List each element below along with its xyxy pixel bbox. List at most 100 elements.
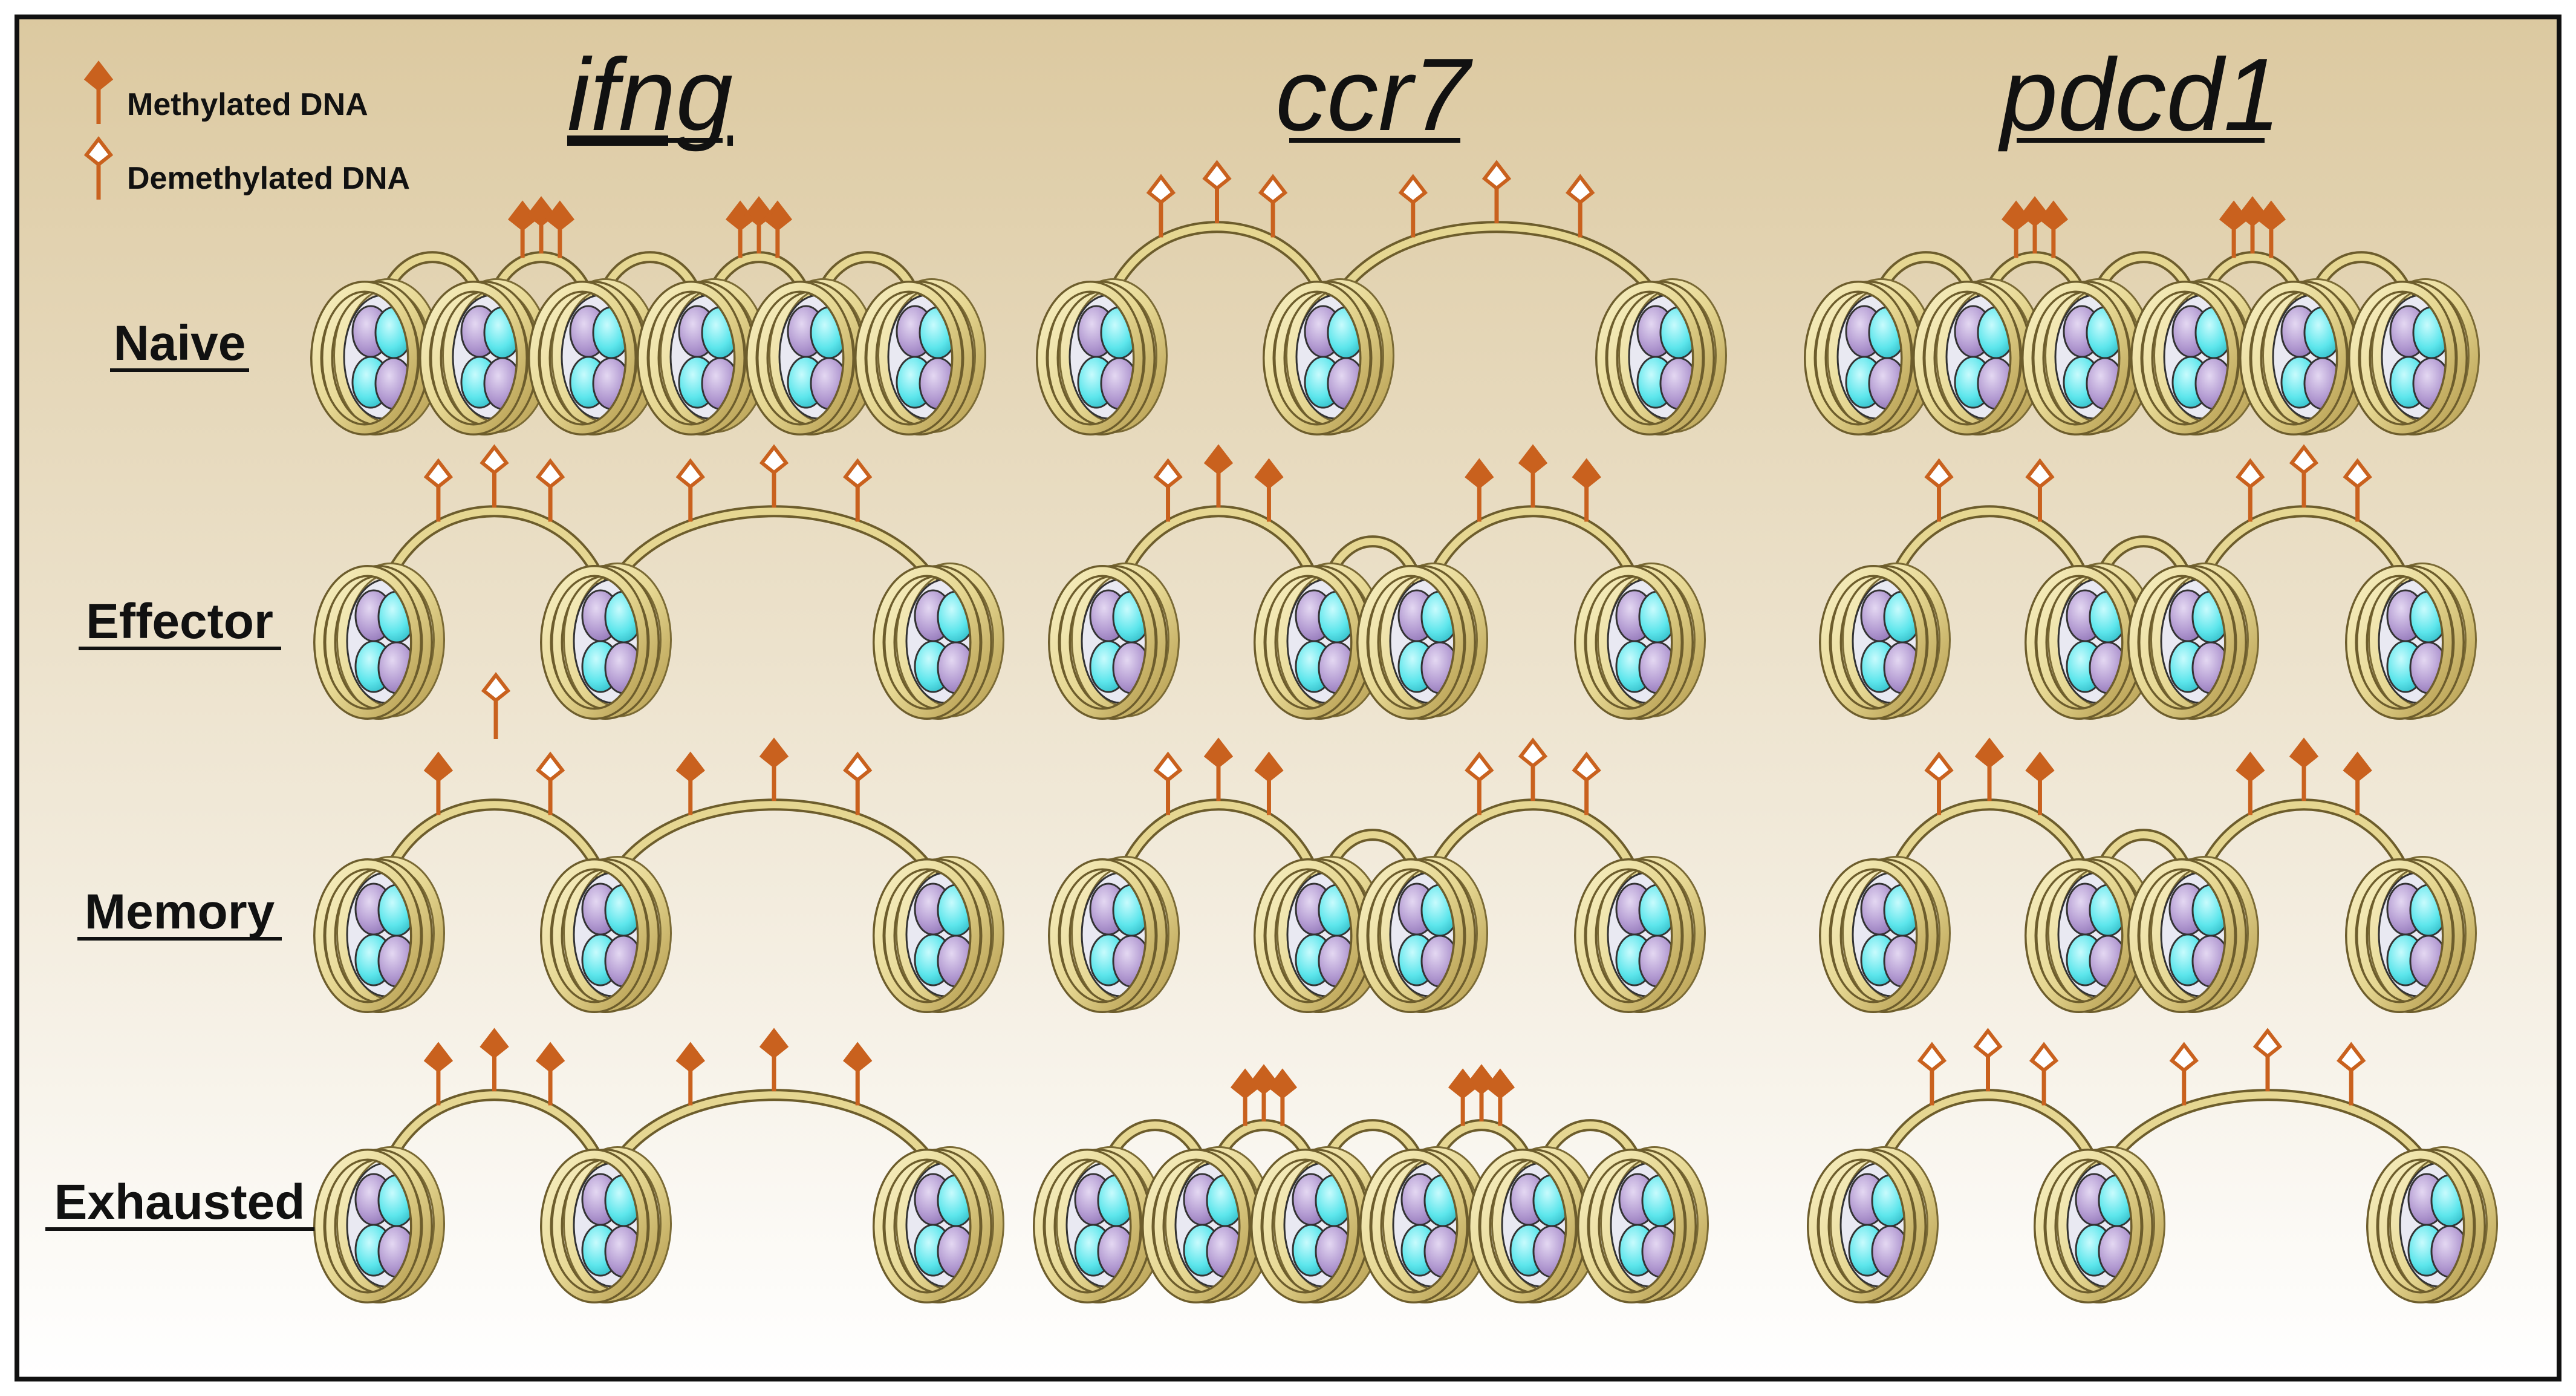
methylated-mark-icon (83, 60, 114, 124)
ccr7-naive-demethylated-mark-1-1 (1482, 160, 1512, 224)
ccr7-naive-nucleosome-1 (1263, 278, 1394, 435)
ccr7-naive-demethylated-mark-0-1 (1202, 160, 1232, 224)
ifng-naive-methylated-mark-0-2 (545, 200, 575, 258)
ccr7-effector-methylated-mark-1-0 (1465, 458, 1494, 522)
ccr7-naive-demethylated-mark-0-0 (1146, 174, 1176, 238)
ccr7-exhausted-nucleosome-5 (1577, 1146, 1709, 1303)
ifng-effector-nucleosome-2 (873, 563, 1004, 720)
pdcd1-memory-nucleosome-1 (2025, 856, 2156, 1013)
pdcd1-naive-methylated-mark-0-2 (2038, 200, 2069, 258)
ifng-exhausted-methylated-mark-1-2 (843, 1042, 873, 1106)
pdcd1-naive-nucleosome-4 (2239, 278, 2371, 435)
legend-methylated-label: Methylated DNA (127, 87, 368, 122)
ifng-naive-nucleosome-1 (419, 278, 551, 435)
ccr7-memory-linker-2 (1424, 798, 1642, 883)
ccr7-effector-methylated-mark-1-1 (1518, 444, 1548, 508)
demethylated-mark-icon (83, 136, 114, 200)
pdcd1-memory-nucleosome-0 (1819, 856, 1951, 1013)
gene-header-pdcd1: pdcd1 (1997, 38, 2280, 152)
ccr7-exhausted-nucleosome-1 (1142, 1146, 1273, 1303)
pdcd1-effector-demethylated-mark-1-0 (2236, 458, 2265, 522)
ifng-memory-nucleosome-2 (873, 856, 1004, 1013)
gene-header-ifng: ifng (567, 38, 733, 152)
ccr7-effector-linker-0 (1116, 505, 1321, 590)
ifng-effector-demethylated-mark-0-1 (480, 444, 509, 508)
ccr7-naive-demethylated-mark-1-0 (1398, 174, 1428, 238)
ccr7-memory-demethylated-mark-1-2 (1572, 751, 1601, 815)
ifng-exhausted-methylated-mark-0-1 (480, 1028, 509, 1092)
pdcd1-memory-methylated-mark-0-1 (1974, 737, 2005, 801)
pdcd1-effector-demethylated-mark-0-1 (2025, 458, 2055, 522)
pdcd1-effector-linker-2 (2195, 505, 2413, 590)
pdcd1-memory-demethylated-mark-0-0 (1924, 751, 1954, 815)
pdcd1-memory-linker-2 (2195, 798, 2413, 883)
ccr7-naive-nucleosome-2 (1595, 278, 1727, 435)
pdcd1-exhausted-nucleosome-2 (2366, 1146, 2498, 1303)
legend-demethylated-glyph (83, 136, 114, 200)
ifng-effector-linker-1 (608, 505, 940, 590)
ccr7-effector-nucleosome-3 (1574, 563, 1706, 720)
gene-headers: ifng ccr7 pdcd1 (567, 38, 2281, 152)
pdcd1-exhausted-nucleosome-0 (1807, 1146, 1939, 1303)
ifng-naive-nucleosome-2 (528, 278, 660, 435)
ifng-exhausted-methylated-mark-0-2 (535, 1042, 565, 1106)
ifng-exhausted-methylated-mark-1-0 (675, 1042, 705, 1106)
legend: Methylated DNA Demethylated DNA (83, 60, 410, 200)
ccr7-effector-methylated-mark-0-1 (1203, 444, 1234, 508)
ifng-memory-methylated-mark-1-1 (759, 737, 789, 801)
ccr7-naive-linker-0 (1104, 221, 1330, 305)
ifng-memory-nucleosome-1 (540, 856, 672, 1013)
ifng-naive-nucleosome-5 (854, 278, 986, 435)
pdcd1-exhausted-demethylated-mark-1-1 (2252, 1028, 2283, 1092)
ifng-effector-demethylated-mark-1-0 (675, 458, 705, 522)
pdcd1-exhausted-demethylated-mark-0-1 (1973, 1028, 2003, 1092)
ccr7-memory-linker-0 (1116, 798, 1321, 883)
pdcd1-naive-nucleosome-1 (1913, 278, 2044, 435)
ifng-memory-demethylated-mark-0-1 (535, 751, 565, 815)
ifng-exhausted-linker-1 (608, 1089, 940, 1173)
row-label-effector: Effector (86, 594, 273, 649)
pdcd1-naive-nucleosome-2 (2021, 278, 2153, 435)
ccr7-memory-nucleosome-0 (1048, 856, 1180, 1013)
methylation-mark-layer (423, 160, 2372, 1126)
ccr7-naive-nucleosome-0 (1036, 278, 1168, 435)
ifng-memory-linker-1 (608, 798, 940, 883)
ifng-naive-nucleosome-4 (746, 278, 877, 435)
pdcd1-effector-demethylated-mark-1-2 (2343, 458, 2372, 522)
ccr7-memory-nucleosome-3 (1574, 856, 1706, 1013)
pdcd1-effector-nucleosome-3 (2345, 563, 2477, 720)
ifng-exhausted-methylated-mark-1-1 (759, 1028, 789, 1092)
pdcd1-effector-nucleosome-2 (2127, 563, 2259, 720)
ifng-naive-nucleosome-3 (637, 278, 769, 435)
pdcd1-naive-nucleosome-0 (1804, 278, 1936, 435)
ccr7-memory-nucleosome-2 (1356, 856, 1488, 1013)
pdcd1-memory-nucleosome-3 (2345, 856, 2477, 1013)
pdcd1-naive-nucleosome-5 (2348, 278, 2480, 435)
pdcd1-effector-linker-0 (1887, 505, 2092, 590)
ifng-exhausted-nucleosome-2 (873, 1146, 1004, 1303)
pdcd1-memory-methylated-mark-1-0 (2236, 751, 2265, 815)
pdcd1-memory-nucleosome-2 (2127, 856, 2259, 1013)
ifng-exhausted-nucleosome-0 (313, 1146, 445, 1303)
legend-demethylated-label: Demethylated DNA (127, 161, 410, 196)
ccr7-naive-demethylated-mark-1-2 (1566, 174, 1595, 238)
ccr7-effector-methylated-mark-0-2 (1254, 458, 1284, 522)
ccr7-memory-methylated-mark-0-2 (1254, 751, 1284, 815)
ifng-effector-linker-0 (381, 505, 608, 590)
pdcd1-memory-methylated-mark-1-1 (2289, 737, 2319, 801)
ccr7-effector-linker-2 (1424, 505, 1642, 590)
ifng-memory-linker-0 (381, 798, 608, 883)
pdcd1-naive-nucleosome-3 (2130, 278, 2262, 435)
ifng-effector-nucleosome-0 (313, 563, 445, 720)
pdcd1-memory-methylated-mark-1-2 (2343, 751, 2372, 815)
pdcd1-effector-demethylated-mark-1-1 (2289, 444, 2319, 508)
pdcd1-exhausted-nucleosome-1 (2034, 1146, 2165, 1303)
ccr7-naive-linker-1 (1330, 221, 1663, 305)
ccr7-effector-methylated-mark-1-2 (1572, 458, 1601, 522)
pdcd1-exhausted-demethylated-mark-1-2 (2337, 1042, 2366, 1106)
ifng-effector-demethylated-mark-1-2 (843, 458, 873, 522)
pdcd1-exhausted-linker-1 (2101, 1089, 2434, 1173)
ccr7-memory-demethylated-mark-1-0 (1465, 751, 1494, 815)
pdcd1-effector-nucleosome-0 (1819, 563, 1951, 720)
